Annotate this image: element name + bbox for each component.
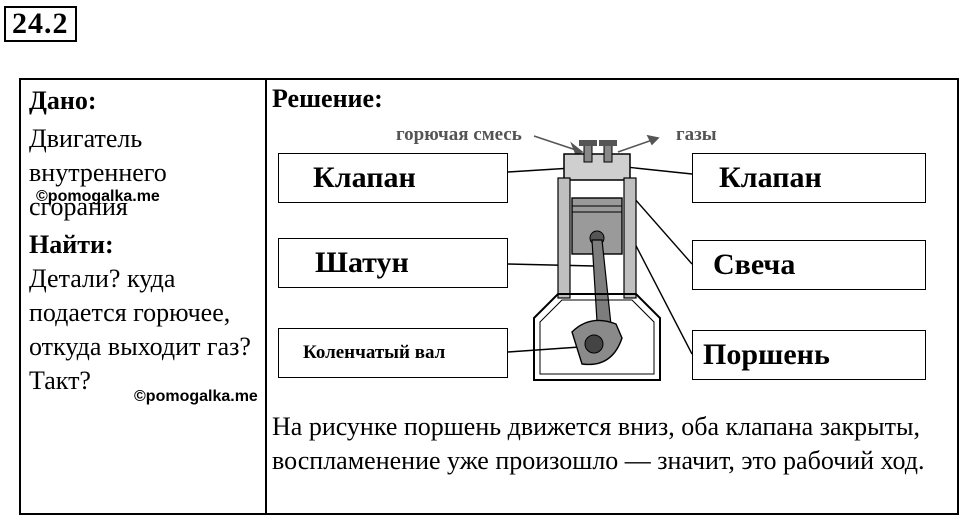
exhaust-gas-label: газы	[676, 124, 717, 145]
solution-table: Дано: Двигатель внутреннего сгорания Най…	[19, 78, 959, 515]
label-crankshaft: Коленчатый вал	[278, 328, 508, 378]
task-number: 24.2	[4, 6, 77, 42]
label-intake-valve: Клапан	[278, 153, 508, 203]
label-spark-plug: Свеча	[692, 240, 926, 290]
label-connecting-rod: Шатун	[278, 238, 508, 288]
label-piston: Поршень	[692, 330, 926, 380]
conclusion-text: На рисунке поршень движется вниз, оба кл…	[272, 412, 925, 475]
conclusion: На рисунке поршень движется вниз, оба кл…	[272, 410, 952, 478]
given-column: Дано: Двигатель внутреннего сгорания Най…	[29, 84, 259, 398]
given-text: Двигатель внутреннего сгорания	[29, 124, 167, 221]
watermark: ©pomogalka.me	[134, 388, 258, 405]
watermark: ©pomogalka.me	[36, 188, 160, 205]
find-text: Детали? куда подается горючее, откуда вы…	[29, 264, 251, 395]
column-divider	[265, 80, 267, 513]
solution-heading: Решение:	[272, 84, 383, 113]
solution-column: Решение:	[272, 82, 952, 116]
fuel-mixture-label: горючая смесь	[396, 124, 522, 145]
given-heading: Дано:	[29, 86, 97, 115]
engine-cross-section	[507, 134, 693, 381]
engine-diagram: горючая смесь газы Клапан Шатун Коленчат…	[272, 118, 952, 418]
find-heading: Найти:	[29, 230, 114, 259]
label-exhaust-valve: Клапан	[692, 153, 926, 203]
